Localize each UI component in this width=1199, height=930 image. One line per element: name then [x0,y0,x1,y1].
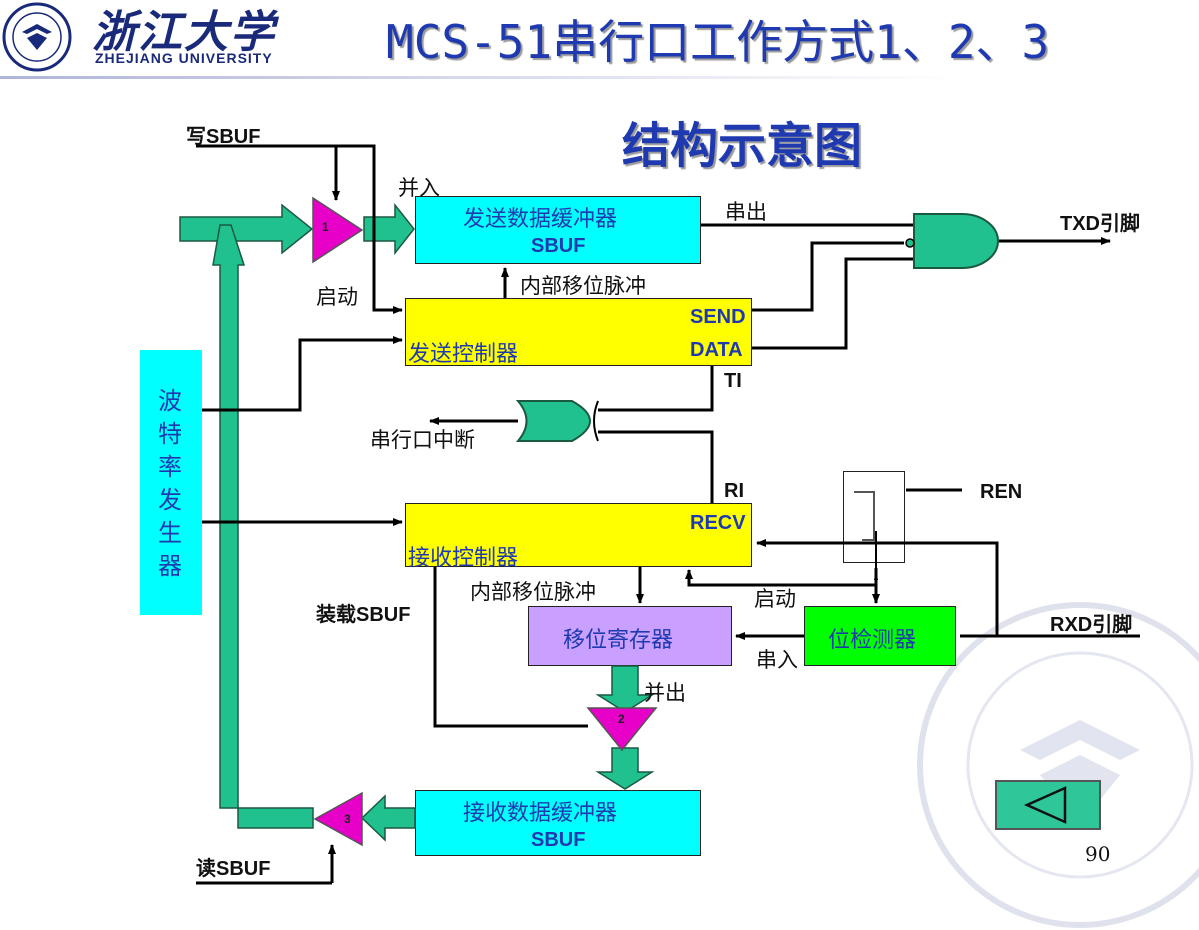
bus-arrow-from-rx-buffer [360,794,416,842]
switch-contact-icon [854,491,875,541]
wire-start-rx [685,569,876,587]
read-sbuf-label: 读SBUF [196,858,271,880]
rx-controller [405,503,752,567]
gate-1 [312,196,364,264]
or-gate-interrupt [515,400,591,442]
header-divider [0,76,1199,79]
serial-in-label: 串入 [756,648,798,672]
ren-label: REN [980,481,1023,503]
write-sbuf-label: 写SBUF [186,126,261,148]
bus-bottom [237,807,314,829]
send-label: SEND [690,306,746,328]
wire-write-start [196,144,403,314]
baud-rate-generator [140,350,202,615]
and-gate-txd [913,213,999,269]
rx-buffer-label: 接收数据缓冲器 [463,801,618,826]
tx-buffer-label: 发送数据缓冲器 [463,207,618,232]
inverter-bubble [905,238,915,248]
internal-shift-tx-label: 内部移位脉冲 [520,274,646,298]
tx-data-buffer [415,196,701,264]
recv-label: RECV [690,512,746,534]
txd-pin-label: TXD引脚 [1060,213,1140,235]
wire-ti [598,366,714,412]
start-rx-label: 启动 [754,587,796,611]
bit-detector [804,606,956,666]
start-tx-label: 启动 [316,285,358,309]
interrupt-label: 串行口中断 [370,428,475,452]
bit-detect-label: 位检测器 [828,628,917,653]
data-label: DATA [690,339,743,361]
wire-send [752,241,904,312]
internal-shift-rx-label: 内部移位脉冲 [470,580,596,604]
bus-arrow-to-tx-buffer [363,202,415,256]
wire-rxd-to-rx-ctrl [756,539,999,636]
load-sbuf-label: 装载SBUF [316,604,411,626]
parallel-out-label: 并出 [644,681,686,705]
serial-out-label: 串出 [725,200,767,224]
rx-buffer-sbuf-label: SBUF [531,829,586,851]
bus-arrow-to-rx-buffer [595,747,655,790]
university-name-cn: 浙江大学 [92,7,276,58]
university-name-en: ZHEJIANG UNIVERSITY [95,50,273,66]
baud-rate-label: 波特率发生器 [158,387,182,580]
bus-arrow-shift-out [595,665,655,713]
slide-title: MCS-51串行口工作方式1、2、3 [386,15,1050,69]
gate-2-label: 2 [618,712,625,726]
wire-load-sbuf [433,567,588,728]
back-button[interactable] [995,780,1101,830]
back-arrow-icon [1023,786,1067,824]
serial-port-diagram [179,144,1140,885]
rx-ctrl-label: 接收控制器 [408,546,519,571]
gate-1-label: 1 [322,220,329,234]
gate-3-label: 3 [344,812,351,826]
wire-baud-tx [202,336,403,412]
gate-3 [313,791,363,847]
slide-subtitle: 结构示意图 [622,118,863,174]
tx-controller [405,298,752,366]
page-number: 90 [1085,842,1111,866]
wire-ri [598,430,714,503]
ti-label: TI [724,370,742,392]
rx-data-buffer [415,790,701,856]
shift-register [528,606,732,666]
university-seal-icon [2,2,72,72]
data-bus [179,202,655,842]
wire-data [752,257,914,350]
gate-2 [586,707,658,752]
tx-ctrl-label: 发送控制器 [408,342,519,367]
shift-reg-label: 移位寄存器 [563,628,674,653]
bus-riser [212,224,246,809]
bus-arrow-in [179,203,314,255]
parallel-in-label: 并入 [398,176,440,200]
rxd-pin-label: RXD引脚 [1050,614,1133,636]
ri-label: RI [724,480,744,502]
tx-buffer-sbuf-label: SBUF [531,235,586,257]
